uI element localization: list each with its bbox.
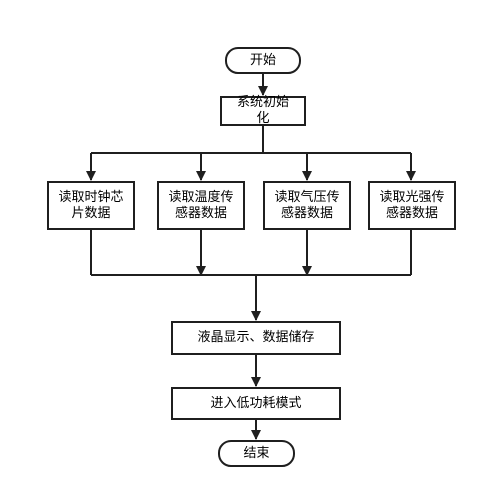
read-temp-node: 读取温度传感器数据 (157, 181, 245, 230)
read-pressure-node: 读取气压传感器数据 (263, 181, 351, 230)
end-label: 结束 (243, 445, 270, 461)
read-clock-node: 读取时钟芯片数据 (47, 181, 135, 230)
display-store-node: 液晶显示、数据储存 (171, 321, 341, 355)
read-light-label: 读取光强传感器数据 (379, 189, 445, 221)
start-label: 开始 (249, 52, 276, 68)
low-power-label: 进入低功耗模式 (210, 395, 302, 411)
init-node: 系统初始化 (220, 95, 306, 126)
end-node: 结束 (218, 440, 295, 467)
read-clock-label: 读取时钟芯片数据 (58, 189, 124, 221)
display-store-label: 液晶显示、数据储存 (197, 330, 315, 345)
read-temp-label: 读取温度传感器数据 (168, 189, 234, 221)
read-pressure-label: 读取气压传感器数据 (274, 189, 340, 221)
read-light-node: 读取光强传感器数据 (368, 181, 456, 230)
init-label: 系统初始化 (236, 95, 289, 126)
start-node: 开始 (225, 47, 301, 74)
low-power-node: 进入低功耗模式 (171, 387, 341, 420)
